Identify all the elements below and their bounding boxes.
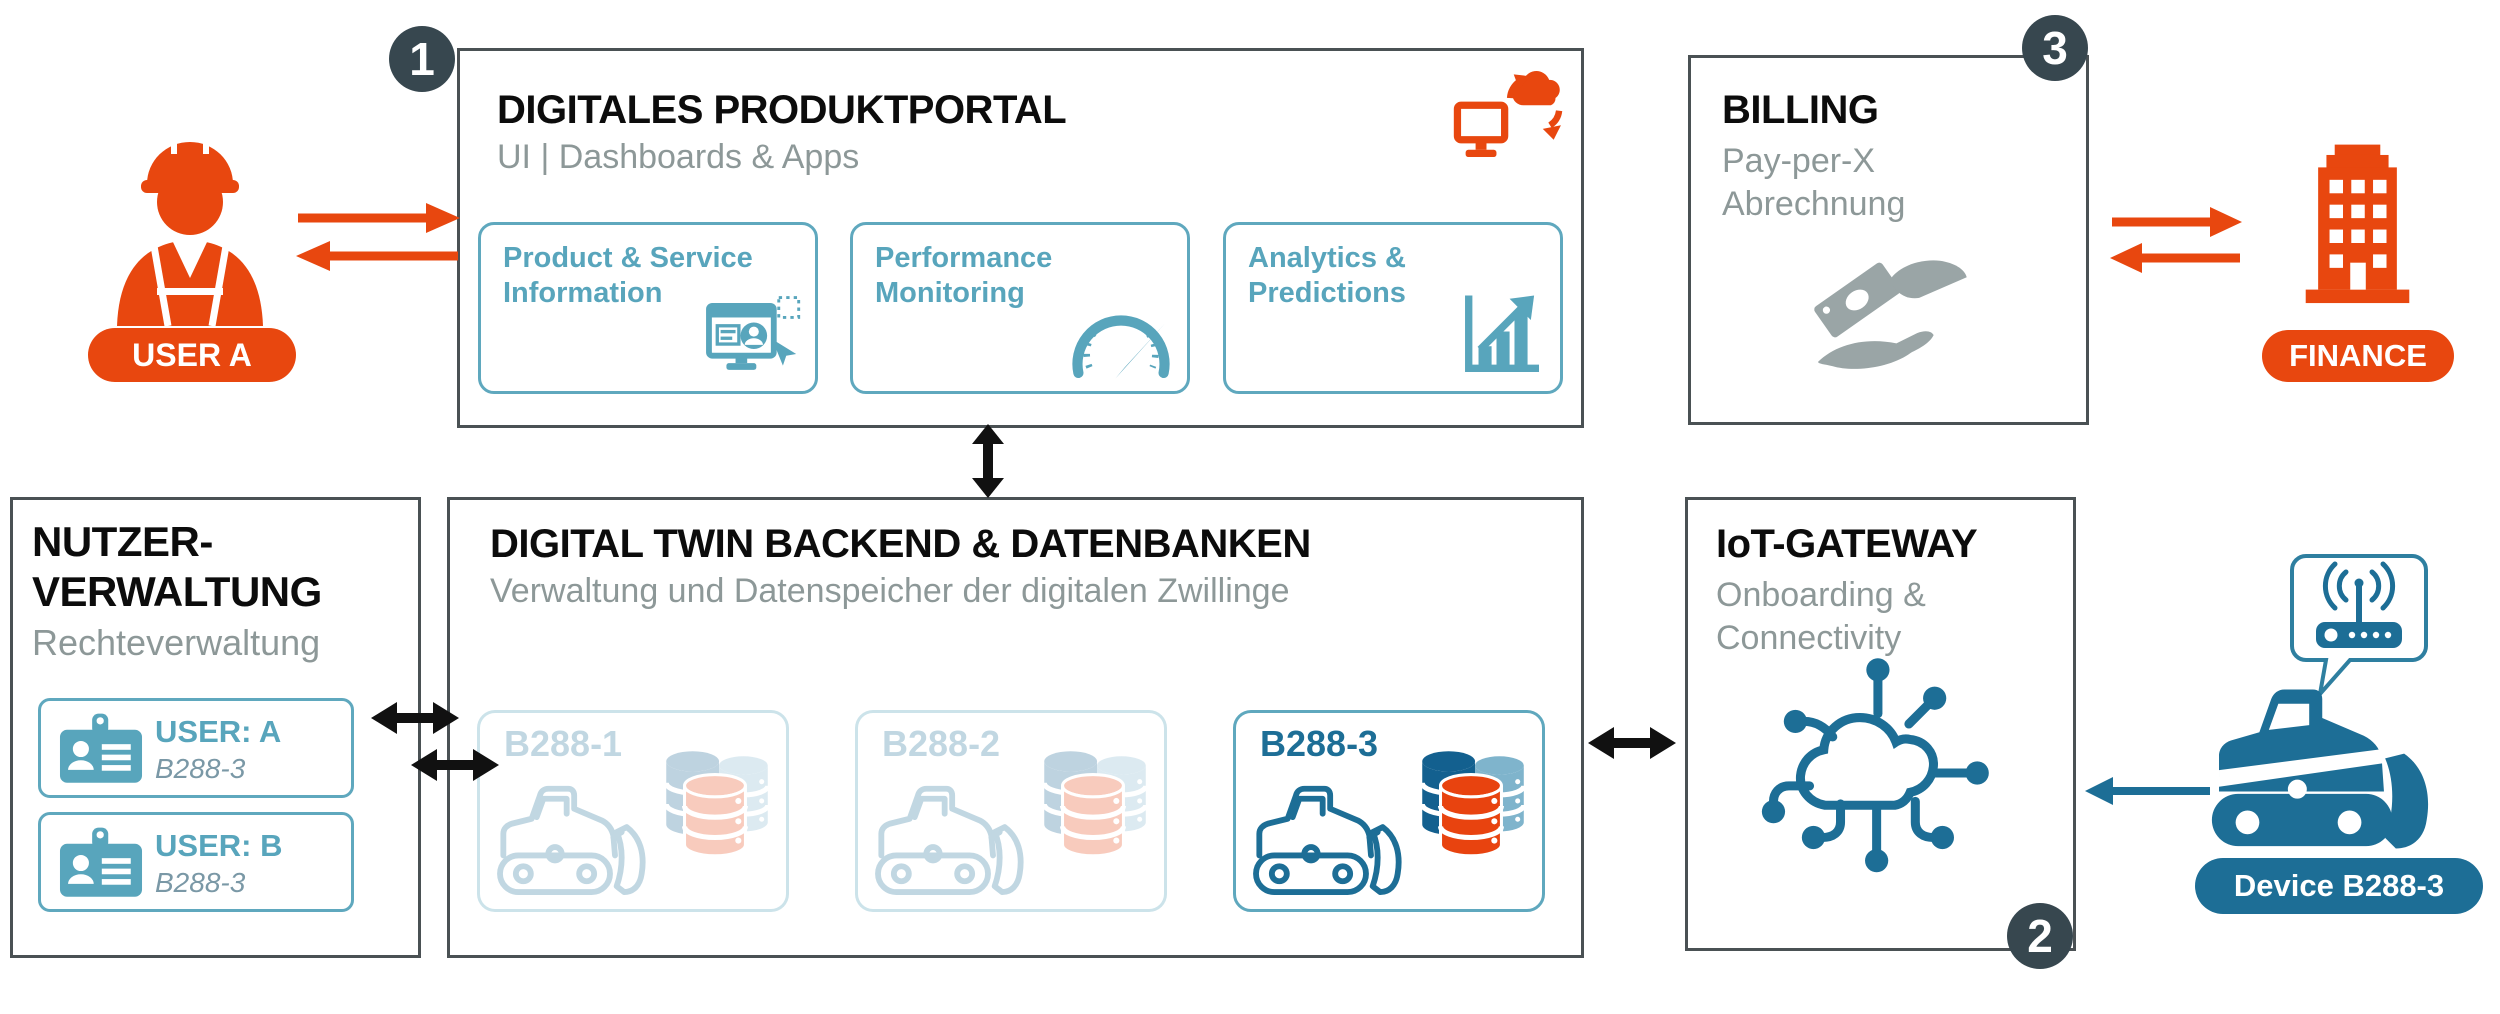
billing-title: BILLING [1722,88,1879,132]
arrow-usermgmt-backend-lower-icon [411,749,499,781]
card-product-service: Product & Service Information [478,222,818,394]
arrow-user-to-portal-icon [298,203,460,233]
product-service-icon [706,296,801,370]
database-stack-icon [1419,751,1527,858]
twin-card-b288-1: B288-1 [477,710,789,912]
portal-title: DIGITALES PRODUKTPORTAL [497,88,1067,132]
card-performance-line1: Performance [875,242,1053,274]
arrow-billing-to-finance-icon [2112,207,2242,237]
billing-subtitle-line1: Pay-per-X [1722,142,1876,180]
card-product-service-line2: Information [503,277,663,310]
twin-label-b288-1: B288-1 [504,723,623,764]
analytics-chart-icon [1465,295,1540,372]
twin-card-b288-3: B288-3 [1233,710,1545,912]
finance-label: FINANCE [2262,330,2454,382]
twin-card-b288-2: B288-2 [855,710,1167,912]
user-management-subtitle: Rechteverwaltung [32,622,321,663]
backend-title: DIGITAL TWIN BACKEND & DATENBANKEN [490,522,1311,566]
card-analytics-line1: Analytics & [1248,242,1406,274]
user-a-label: USER A [88,328,296,382]
money-hands-icon [1814,260,1967,369]
user-b-twin: B288-3 [155,867,246,898]
card-performance-monitoring: Performance Monitoring [850,222,1190,394]
arrow-device-to-gateway-icon [2085,777,2210,805]
gateway-title: IoT-GATEWAY [1716,522,1978,566]
cloud-network-icon [1761,658,1989,873]
card-analytics-predictions: Analytics & Predictions [1223,222,1563,394]
gateway-subtitle-line2: Connectivity [1716,619,1902,657]
bulldozer-icon [497,785,646,895]
database-stack-icon [663,751,771,858]
twin-label-b288-3: B288-3 [1260,723,1379,764]
user-card-b: USER: B B288-3 [38,812,354,912]
user-a-name: USER: A [155,714,282,749]
gateway-subtitle-line1: Onboarding & [1716,576,1926,614]
billing-subtitle-line2: Abrechnung [1722,185,1906,223]
cloud-sync-monitor-icon [1453,71,1563,158]
backend-subtitle: Verwaltung und Datenspeicher der digital… [490,572,1290,610]
bulldozer-icon [875,785,1024,895]
arrow-backend-gateway-icon [1588,727,1676,759]
card-analytics-line2: Predictions [1248,277,1406,310]
badge-3: 3 [2022,15,2088,81]
database-stack-icon [1041,751,1149,858]
building-icon [2305,144,2410,304]
user-card-a: USER: A B288-3 [38,698,354,798]
router-wifi-bubble-icon [2290,554,2428,701]
worker-icon [117,140,263,327]
portal-subtitle: UI | Dashboards & Apps [497,138,860,176]
arrow-usermgmt-backend-upper-icon [371,702,459,734]
arrow-finance-to-billing-icon [2110,243,2240,273]
arrow-portal-to-user-icon [296,241,458,271]
badge-2: 2 [2007,903,2073,969]
user-management-title-line2: VERWALTUNG [32,568,322,615]
twin-label-b288-2: B288-2 [882,723,1001,764]
bulldozer-solid-icon [2211,689,2429,849]
card-product-service-line1: Product & Service [503,242,753,274]
user-management-title-line1: NUTZER- [32,518,213,565]
gauge-icon [1072,315,1170,379]
badge-1: 1 [389,26,455,92]
arrow-portal-backend-icon [972,424,1004,498]
card-performance-line2: Monitoring [875,277,1025,310]
user-a-twin: B288-3 [155,753,246,784]
device-label: Device B288-3 [2195,858,2483,914]
id-card-icon [59,827,143,897]
id-card-icon [59,713,143,783]
bulldozer-icon [1253,785,1402,895]
user-b-name: USER: B [155,828,283,863]
